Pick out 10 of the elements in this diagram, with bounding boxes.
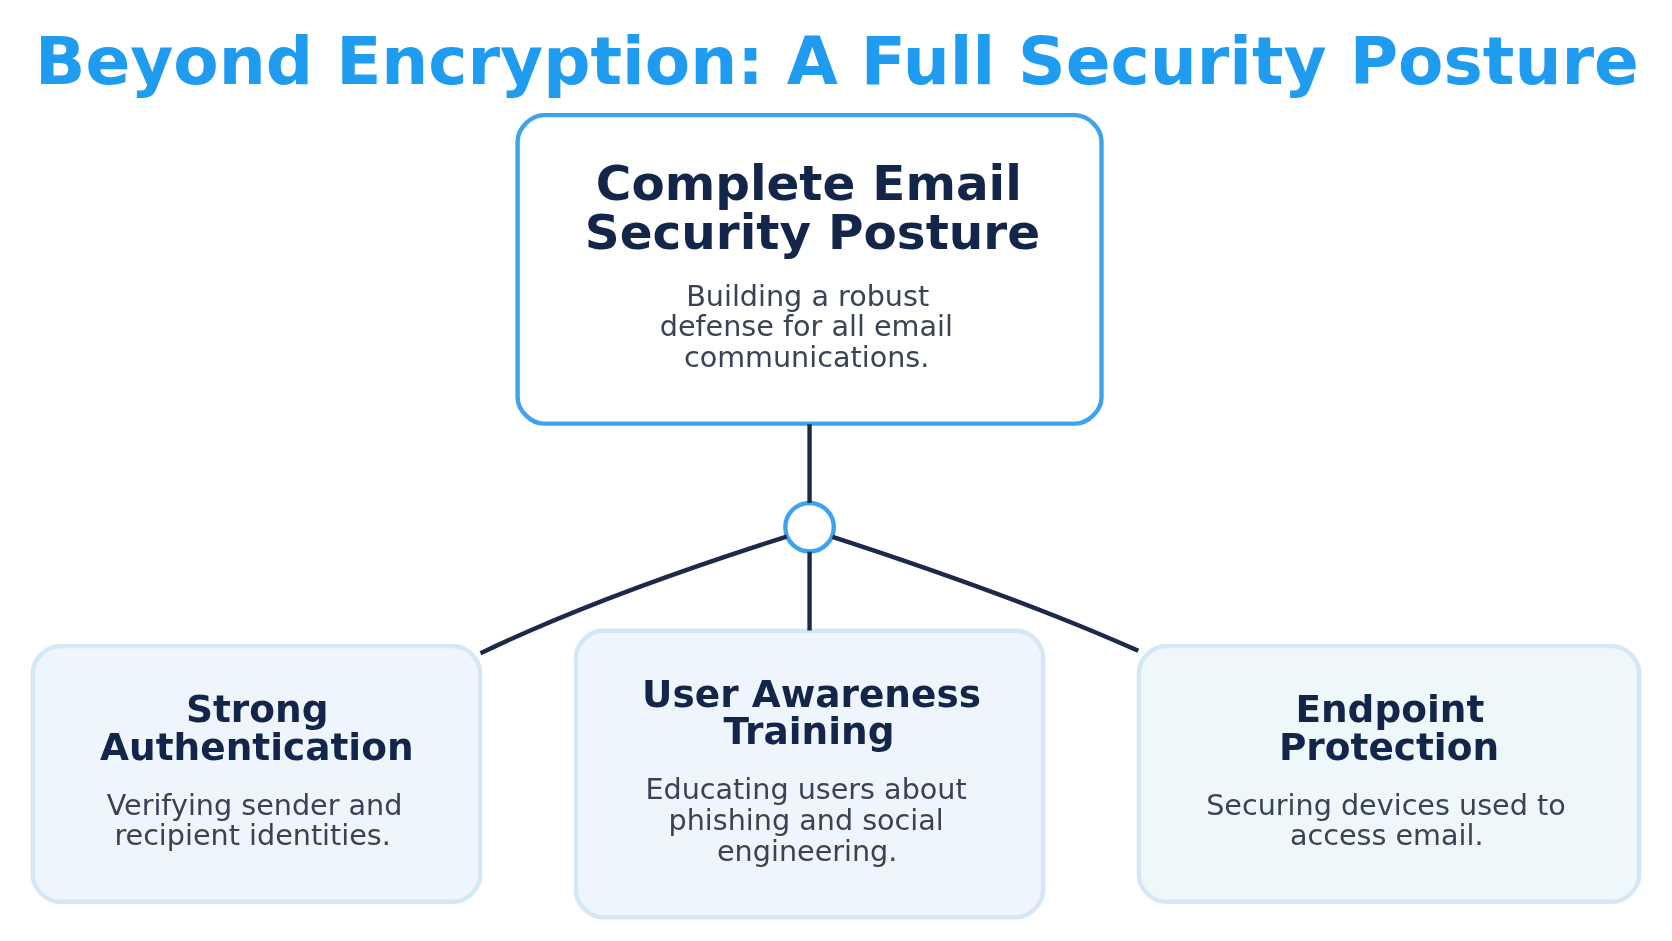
- node-box: Strong Authentication Verifying sender and recipient identities.: [30, 643, 483, 904]
- node-box: Endpoint Protection Securing devices used to access email.: [1136, 643, 1642, 904]
- connector: [807, 423, 812, 503]
- diagram-title: Beyond Encryption: A Full Security Posture: [35, 22, 1639, 100]
- node-box: Complete Email Security Posture Building a robust defense for all email communications.: [515, 112, 1104, 426]
- connector: [807, 551, 812, 630]
- node-box: User Awareness Training Educating users about phishing and social engineering.: [573, 628, 1046, 919]
- node-circle: [783, 500, 836, 554]
- connector: [831, 534, 1140, 653]
- connector: [479, 533, 788, 655]
